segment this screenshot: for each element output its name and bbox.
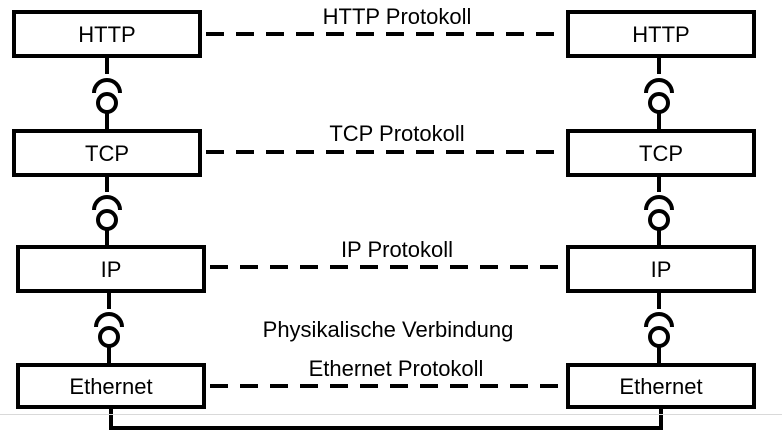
- right-ethernet-box: [566, 363, 756, 409]
- ball-socket-connector-icon: [92, 56, 122, 131]
- ball-socket-connector-icon: [644, 175, 674, 247]
- ethernet-protocol-label: Ethernet Protokoll: [309, 356, 484, 381]
- right-http-box: [566, 10, 756, 58]
- ip-protocol-label: IP Protokoll: [341, 237, 453, 262]
- right-ip-label: IP: [651, 257, 672, 282]
- left-connectors: [92, 56, 124, 365]
- http-protocol-label: HTTP Protokoll: [323, 4, 472, 29]
- left-ethernet-label: Ethernet: [69, 374, 152, 399]
- bottom-divider: [0, 414, 782, 415]
- ball-socket-connector-icon: [644, 56, 674, 131]
- physical-connection-line: [109, 407, 663, 430]
- physical-connection-label: Physikalische Verbindung: [263, 317, 514, 342]
- ball-socket-connector-icon: [644, 291, 674, 365]
- right-connectors: [644, 56, 674, 365]
- right-tcp-label: TCP: [639, 141, 683, 166]
- tcp-protocol-label: TCP Protokoll: [329, 121, 464, 146]
- left-ip-box: [16, 245, 206, 293]
- right-http-label: HTTP: [632, 22, 689, 47]
- left-http-label: HTTP: [78, 22, 135, 47]
- left-ip-label: IP: [101, 257, 122, 282]
- ball-socket-connector-icon: [94, 291, 124, 365]
- right-ethernet-label: Ethernet: [619, 374, 702, 399]
- protocol-lines: [206, 32, 566, 388]
- left-tcp-label: TCP: [85, 141, 129, 166]
- ball-socket-connector-icon: [92, 175, 122, 247]
